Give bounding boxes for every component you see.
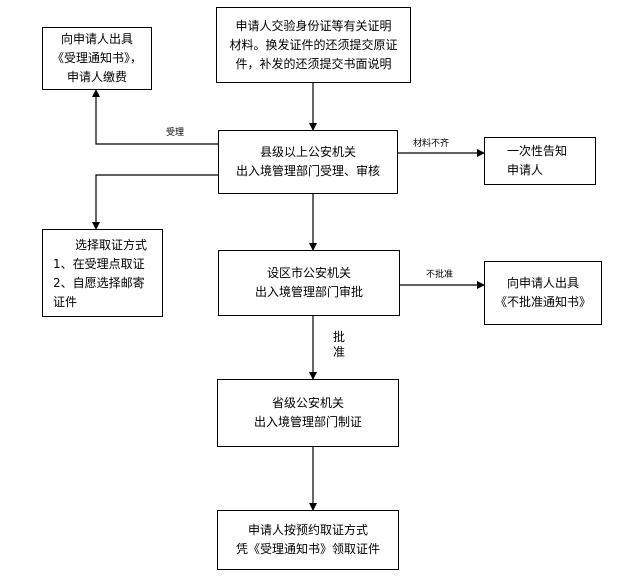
node-text: 件，补发的还须提交书面说明 bbox=[235, 56, 392, 71]
node-text: 选择取证方式 bbox=[75, 238, 148, 252]
node-text: 一次性告知 bbox=[507, 144, 568, 158]
edge-label-accepted: 受理 bbox=[166, 128, 185, 138]
node-text: 出入境管理部门审批 bbox=[254, 285, 363, 299]
node-text: 凭《受理通知书》领取证件 bbox=[235, 542, 380, 556]
node-not-approved-notice: 向申请人出具 《不批准通知书》 bbox=[484, 261, 602, 325]
node-text: 出入境管理部门制证 bbox=[253, 415, 362, 429]
node-text: 省级公安机关 bbox=[271, 396, 344, 410]
node-apply-documents: 申请人交验身份证等有关证明 材料。换发证件的还须提交原证 件，补发的还须提交书面… bbox=[216, 7, 411, 83]
node-collect-certificate: 申请人按预约取证方式 凭《受理通知书》领取证件 bbox=[217, 510, 399, 570]
node-city-approval: 设区市公安机关 出入境管理部门审批 bbox=[218, 250, 400, 316]
node-text: 设区市公安机关 bbox=[266, 266, 351, 280]
node-issue-receipt: 向申请人出具 《受理通知书》， 申请人缴费 bbox=[42, 27, 152, 90]
edge-label-incomplete: 材料不齐 bbox=[413, 139, 450, 149]
node-text: 证件 bbox=[53, 295, 78, 309]
arrow-county-to-receipt bbox=[92, 89, 218, 145]
node-pickup-method: 选择取证方式 1、在受理点取证 2、自愿选择邮寄 证件 bbox=[42, 229, 163, 317]
node-text: 1、在受理点取证 bbox=[53, 257, 145, 271]
edge-label-approved: 批准 bbox=[332, 330, 345, 359]
node-text: 申请人交验身份证等有关证明 bbox=[235, 18, 392, 33]
arrow-county-to-pickup bbox=[92, 174, 218, 230]
node-notify-once: 一次性告知 申请人 bbox=[484, 137, 596, 185]
node-text: 《不批准通知书》 bbox=[494, 295, 591, 309]
node-county-review: 县级以上公安机关 出入境管理部门受理、审核 bbox=[218, 130, 398, 194]
node-text: 材料。换发证件的还须提交原证 bbox=[229, 37, 398, 52]
node-text: 《受理通知书》， bbox=[51, 51, 142, 65]
node-text: 向申请人出具 bbox=[506, 276, 579, 290]
node-text: 县级以上公安机关 bbox=[259, 145, 356, 159]
edge-label-not-approved: 不批准 bbox=[426, 270, 454, 280]
node-text: 向申请人出具 bbox=[60, 32, 133, 46]
node-text: 申请人 bbox=[507, 163, 544, 177]
node-province-production: 省级公安机关 出入境管理部门制证 bbox=[217, 379, 399, 447]
node-text: 申请人按预约取证方式 bbox=[247, 523, 368, 537]
node-text: 2、自愿选择邮寄 bbox=[53, 276, 145, 290]
node-text: 申请人缴费 bbox=[66, 70, 127, 84]
node-text: 出入境管理部门受理、审核 bbox=[235, 164, 380, 178]
